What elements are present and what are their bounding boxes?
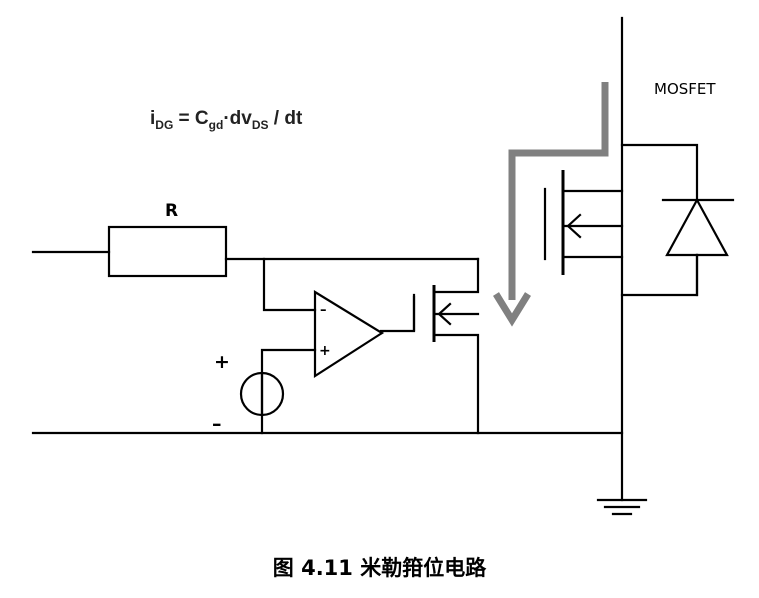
opamp-wiring [260,257,416,435]
body-diode [620,143,735,297]
source-plus-label: + [214,351,230,373]
miller-current-arrow [493,82,609,327]
reference-voltage-source [239,371,285,417]
opamp-noninverting-label: + [319,343,331,359]
opamp-inverting-label: – [320,303,327,318]
comparator-opamp [313,290,385,379]
ground-symbol [596,498,648,516]
source-minus-label: – [212,413,222,435]
gate-resistor [31,225,480,278]
figure-caption: 图 4.11 米勒箝位电路 [272,556,487,580]
resistor-label: R [165,201,178,221]
mosfet-label: MOSFET [654,80,716,98]
miller-current-formula: iDG = Cgd·dvDS / dt [150,108,303,132]
clamp-mosfet [412,257,480,435]
main-mosfet [543,16,624,502]
